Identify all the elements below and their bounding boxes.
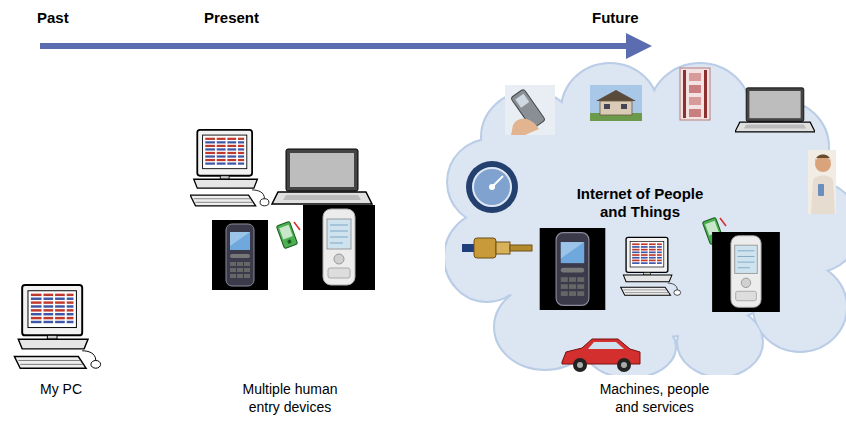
desktop-computer [621,237,681,295]
caption: My PC [40,380,82,398]
gauge [466,161,518,213]
house [590,85,642,121]
film-strip [680,68,710,120]
pda [702,217,726,244]
desktop-computer [190,130,269,206]
car [562,339,640,372]
laptop [272,149,372,204]
cloud-region: Internet of People and Things [445,62,846,375]
handheld-device [505,85,555,135]
timeline-label: Present [204,8,259,27]
timeline-arrow [40,33,652,59]
smartphone [303,205,375,290]
timeline-label: Future [592,8,639,27]
laptop [735,88,815,132]
sensor-plug [462,238,532,258]
smartphone [712,232,780,312]
timeline-label: Past [37,8,69,27]
caption: Multiple human entry devices [230,380,350,416]
caption: Machines, people and services [592,380,717,416]
pda [276,221,300,248]
node-label: Internet of People and Things [565,185,715,221]
mobile-phone [540,228,606,310]
mobile-phone [212,220,268,290]
person-photo [808,150,836,214]
desktop-computer [14,285,100,368]
